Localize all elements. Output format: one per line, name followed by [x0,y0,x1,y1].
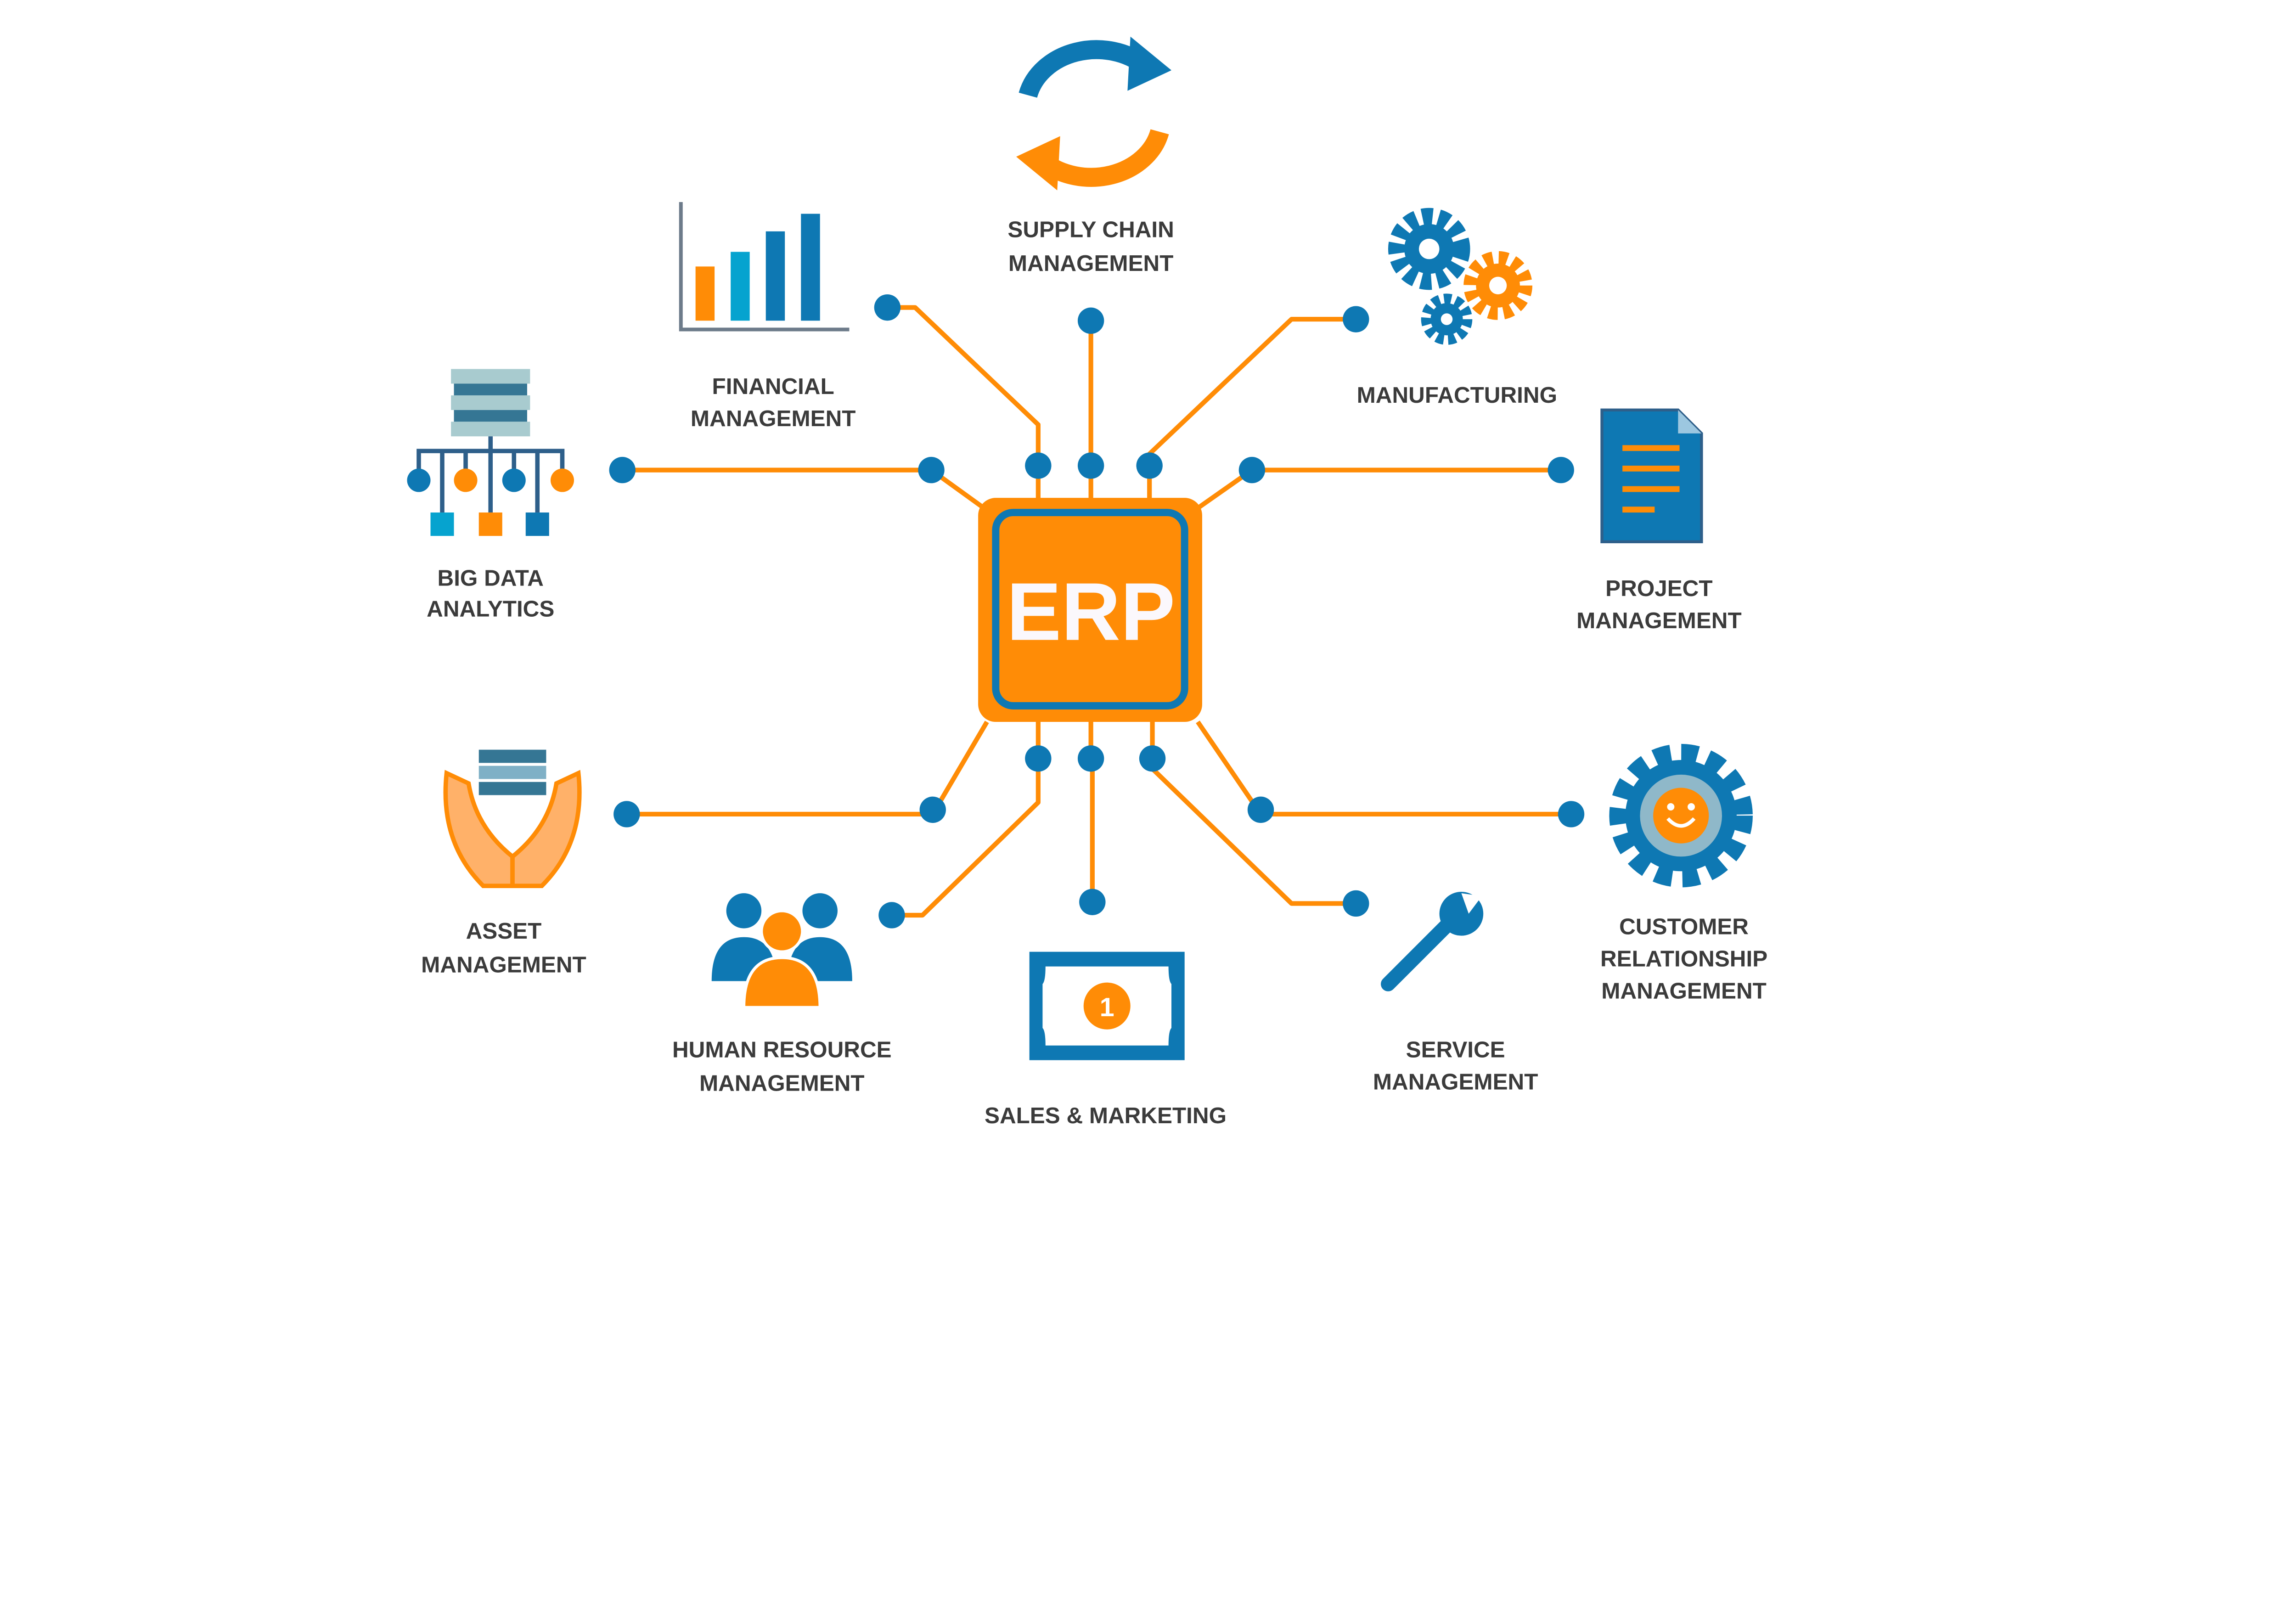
service-label-1: SERVICE [1406,1037,1505,1062]
erp-diagram: ERP SUPPLY CHAIN MANAGEMENT FINANCIAL MA… [407,36,1767,1128]
hands-holding-database-icon [443,749,582,888]
project-label-1: PROJECT [1605,576,1712,601]
document-icon [1600,408,1703,544]
connector-dots [609,294,1585,929]
smiley-gear-icon [1609,743,1753,888]
people-group-icon [711,893,852,1009]
money-bill-icon: 1 [1029,951,1185,1060]
supply-chain-label-1: SUPPLY CHAIN [1007,217,1174,242]
project-label-2: MANAGEMENT [1576,608,1742,633]
crm-label-2: RELATIONSHIP [1600,946,1767,972]
erp-label: ERP [1007,565,1175,657]
hr-label-2: MANAGEMENT [699,1071,865,1096]
asset-label-2: MANAGEMENT [421,952,586,977]
database-network-icon [407,369,574,536]
asset-label-1: ASSET [466,918,542,944]
wrench-icon [1381,891,1484,991]
sales-label: SALES & MARKETING [985,1103,1227,1128]
crm-label-3: MANAGEMENT [1601,979,1767,1004]
supply-chain-label-2: MANAGEMENT [1008,251,1174,276]
refresh-cycle-icon [1016,36,1172,191]
erp-chip: ERP [978,498,1202,722]
financial-label-2: MANAGEMENT [691,406,856,431]
service-label-2: MANAGEMENT [1373,1069,1538,1094]
big-data-label-2: ANALYTICS [427,596,554,621]
manufacturing-label: MANUFACTURING [1357,383,1557,408]
gears-icon [1388,208,1533,345]
coin-label: 1 [1100,993,1114,1022]
hr-label-1: HUMAN RESOURCE [672,1037,892,1062]
financial-label-1: FINANCIAL [712,374,834,399]
crm-label-1: CUSTOMER [1619,914,1749,939]
big-data-label-1: BIG DATA [438,566,544,591]
bar-chart-icon [679,202,850,332]
